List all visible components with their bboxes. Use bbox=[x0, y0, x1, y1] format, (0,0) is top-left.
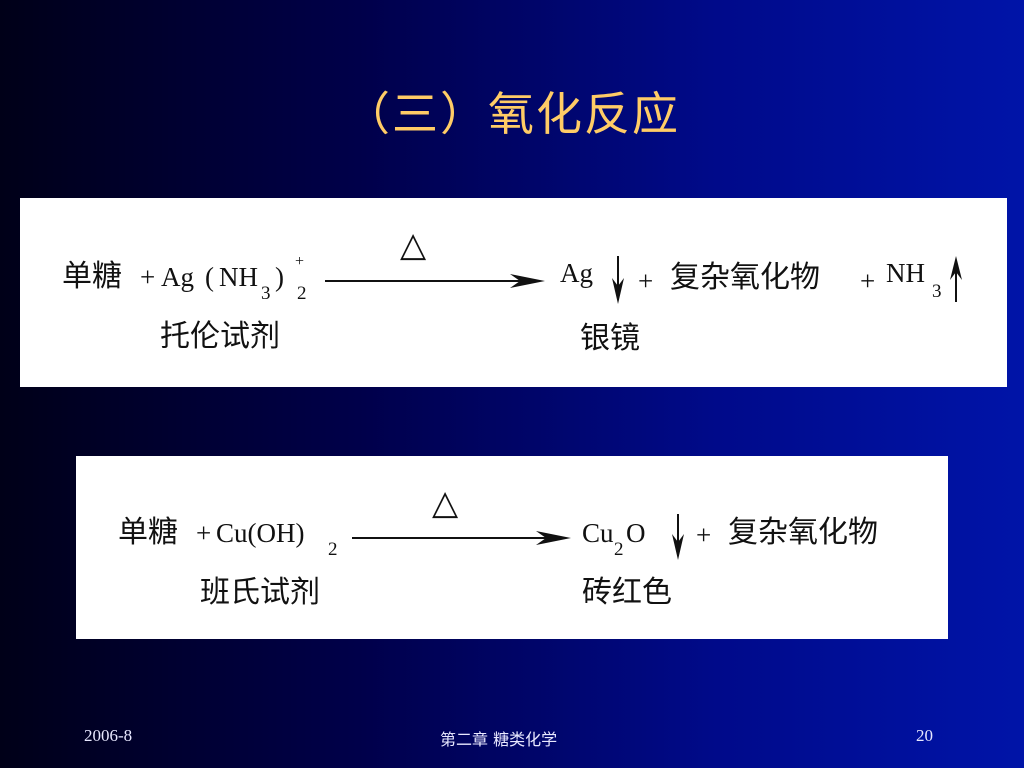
silver-mirror-label: 银镜 bbox=[580, 321, 640, 356]
tollens-reagent-label: 托伦试剂 bbox=[160, 319, 280, 354]
product-ag: Ag bbox=[560, 258, 593, 288]
footer-page-number: 20 bbox=[916, 726, 933, 745]
plus-sign: + bbox=[140, 262, 156, 292]
plus-sign: + bbox=[638, 266, 654, 296]
precipitate-down-arrow-icon bbox=[672, 514, 684, 560]
plus-sign: + bbox=[696, 520, 712, 550]
reaction-tollens-box: 单糖 + Ag ( NH 3 ) + 2 △ Ag + 复杂氧化物 + NH 3… bbox=[20, 198, 1007, 387]
product-complex-oxide: 复杂氧化物 bbox=[670, 260, 820, 295]
slide-title: （三）氧化反应 bbox=[344, 87, 680, 141]
brick-red-label: 砖红色 bbox=[582, 575, 672, 610]
footer-date: 2006-8 bbox=[84, 726, 133, 745]
benedict-reagent-label: 班氏试剂 bbox=[200, 575, 320, 610]
heat-condition: △ bbox=[432, 483, 459, 523]
product-nh-sub: 3 bbox=[932, 281, 942, 302]
reaction-arrow bbox=[325, 274, 545, 288]
reagent-rparen: ) bbox=[275, 262, 284, 292]
reagent-nh: NH bbox=[219, 262, 258, 292]
reaction-benedict-box: 单糖 + Cu(OH) 2 △ Cu 2 O + 复杂氧化物 班氏试剂 砖红色 bbox=[76, 456, 948, 639]
reactant-monosaccharide: 单糖 bbox=[62, 259, 122, 294]
product-complex-oxide: 复杂氧化物 bbox=[728, 515, 878, 550]
product-o: O bbox=[626, 518, 646, 548]
plus-sign: + bbox=[860, 266, 876, 296]
reagent-charge: + bbox=[295, 253, 305, 270]
precipitate-down-arrow-icon bbox=[612, 256, 624, 304]
reagent-sub-3: 3 bbox=[261, 283, 271, 304]
plus-sign: + bbox=[196, 518, 212, 548]
heat-condition: △ bbox=[400, 225, 427, 265]
reaction-arrow bbox=[352, 531, 571, 545]
product-cu: Cu bbox=[582, 518, 614, 548]
product-cu-sub: 2 bbox=[614, 539, 624, 560]
gas-up-arrow-icon bbox=[950, 256, 962, 302]
product-nh: NH bbox=[886, 258, 925, 288]
footer-chapter: 第二章 糖类化学 bbox=[440, 730, 558, 749]
reagent-cuoh: Cu(OH) bbox=[216, 518, 305, 548]
reactant-monosaccharide: 单糖 bbox=[118, 515, 178, 550]
reagent-lparen: ( bbox=[205, 262, 214, 292]
reagent-ag: Ag bbox=[161, 262, 194, 292]
reagent-sub-2: 2 bbox=[297, 283, 307, 304]
reagent-sub-2: 2 bbox=[328, 539, 338, 560]
